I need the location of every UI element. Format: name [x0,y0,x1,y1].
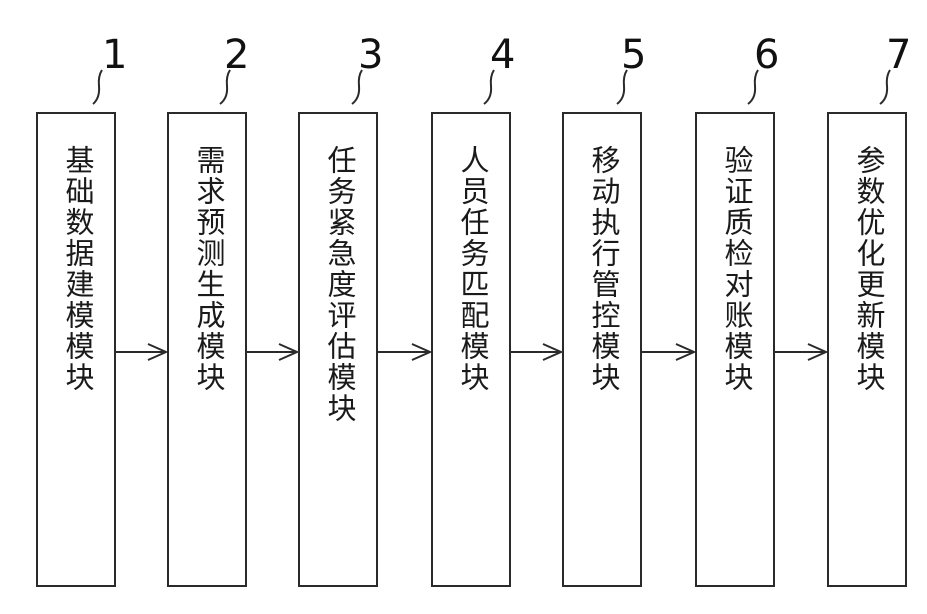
module-2: 2 需求预测生成模块 [168,32,249,586]
module-2-number: 2 [224,32,249,78]
module-4-label: 人员任务匹配模块 [456,145,490,393]
module-6-number: 6 [754,32,779,78]
arrow-1-to-2 [115,344,166,360]
module-4: 4 人员任务匹配模块 [432,32,515,586]
module-1: 1 基础数据建模模块 [37,32,127,586]
module-5-label: 移动执行管控模块 [587,145,621,393]
module-6: 6 验证质检对账模块 [696,32,779,586]
module-4-number: 4 [490,32,515,78]
arrow-6-to-7 [774,344,826,360]
module-7-label: 参数优化更新模块 [852,145,886,393]
module-1-label: 基础数据建模模块 [61,145,95,393]
module-7: 7 参数优化更新模块 [828,32,911,586]
module-7-number: 7 [886,32,911,78]
module-3-number: 3 [358,32,383,78]
module-3: 3 任务紧急度评估模块 [299,32,383,586]
module-5-number: 5 [621,32,646,78]
arrow-3-to-4 [377,344,430,360]
arrow-4-to-5 [510,344,561,360]
module-6-label: 验证质检对账模块 [720,145,754,393]
module-3-label: 任务紧急度评估模块 [323,145,357,424]
module-5: 5 移动执行管控模块 [563,32,646,586]
module-2-label: 需求预测生成模块 [192,145,226,393]
arrow-2-to-3 [246,344,297,360]
module-1-leader [93,70,102,104]
module-1-number: 1 [102,32,127,78]
arrow-5-to-6 [641,344,694,360]
